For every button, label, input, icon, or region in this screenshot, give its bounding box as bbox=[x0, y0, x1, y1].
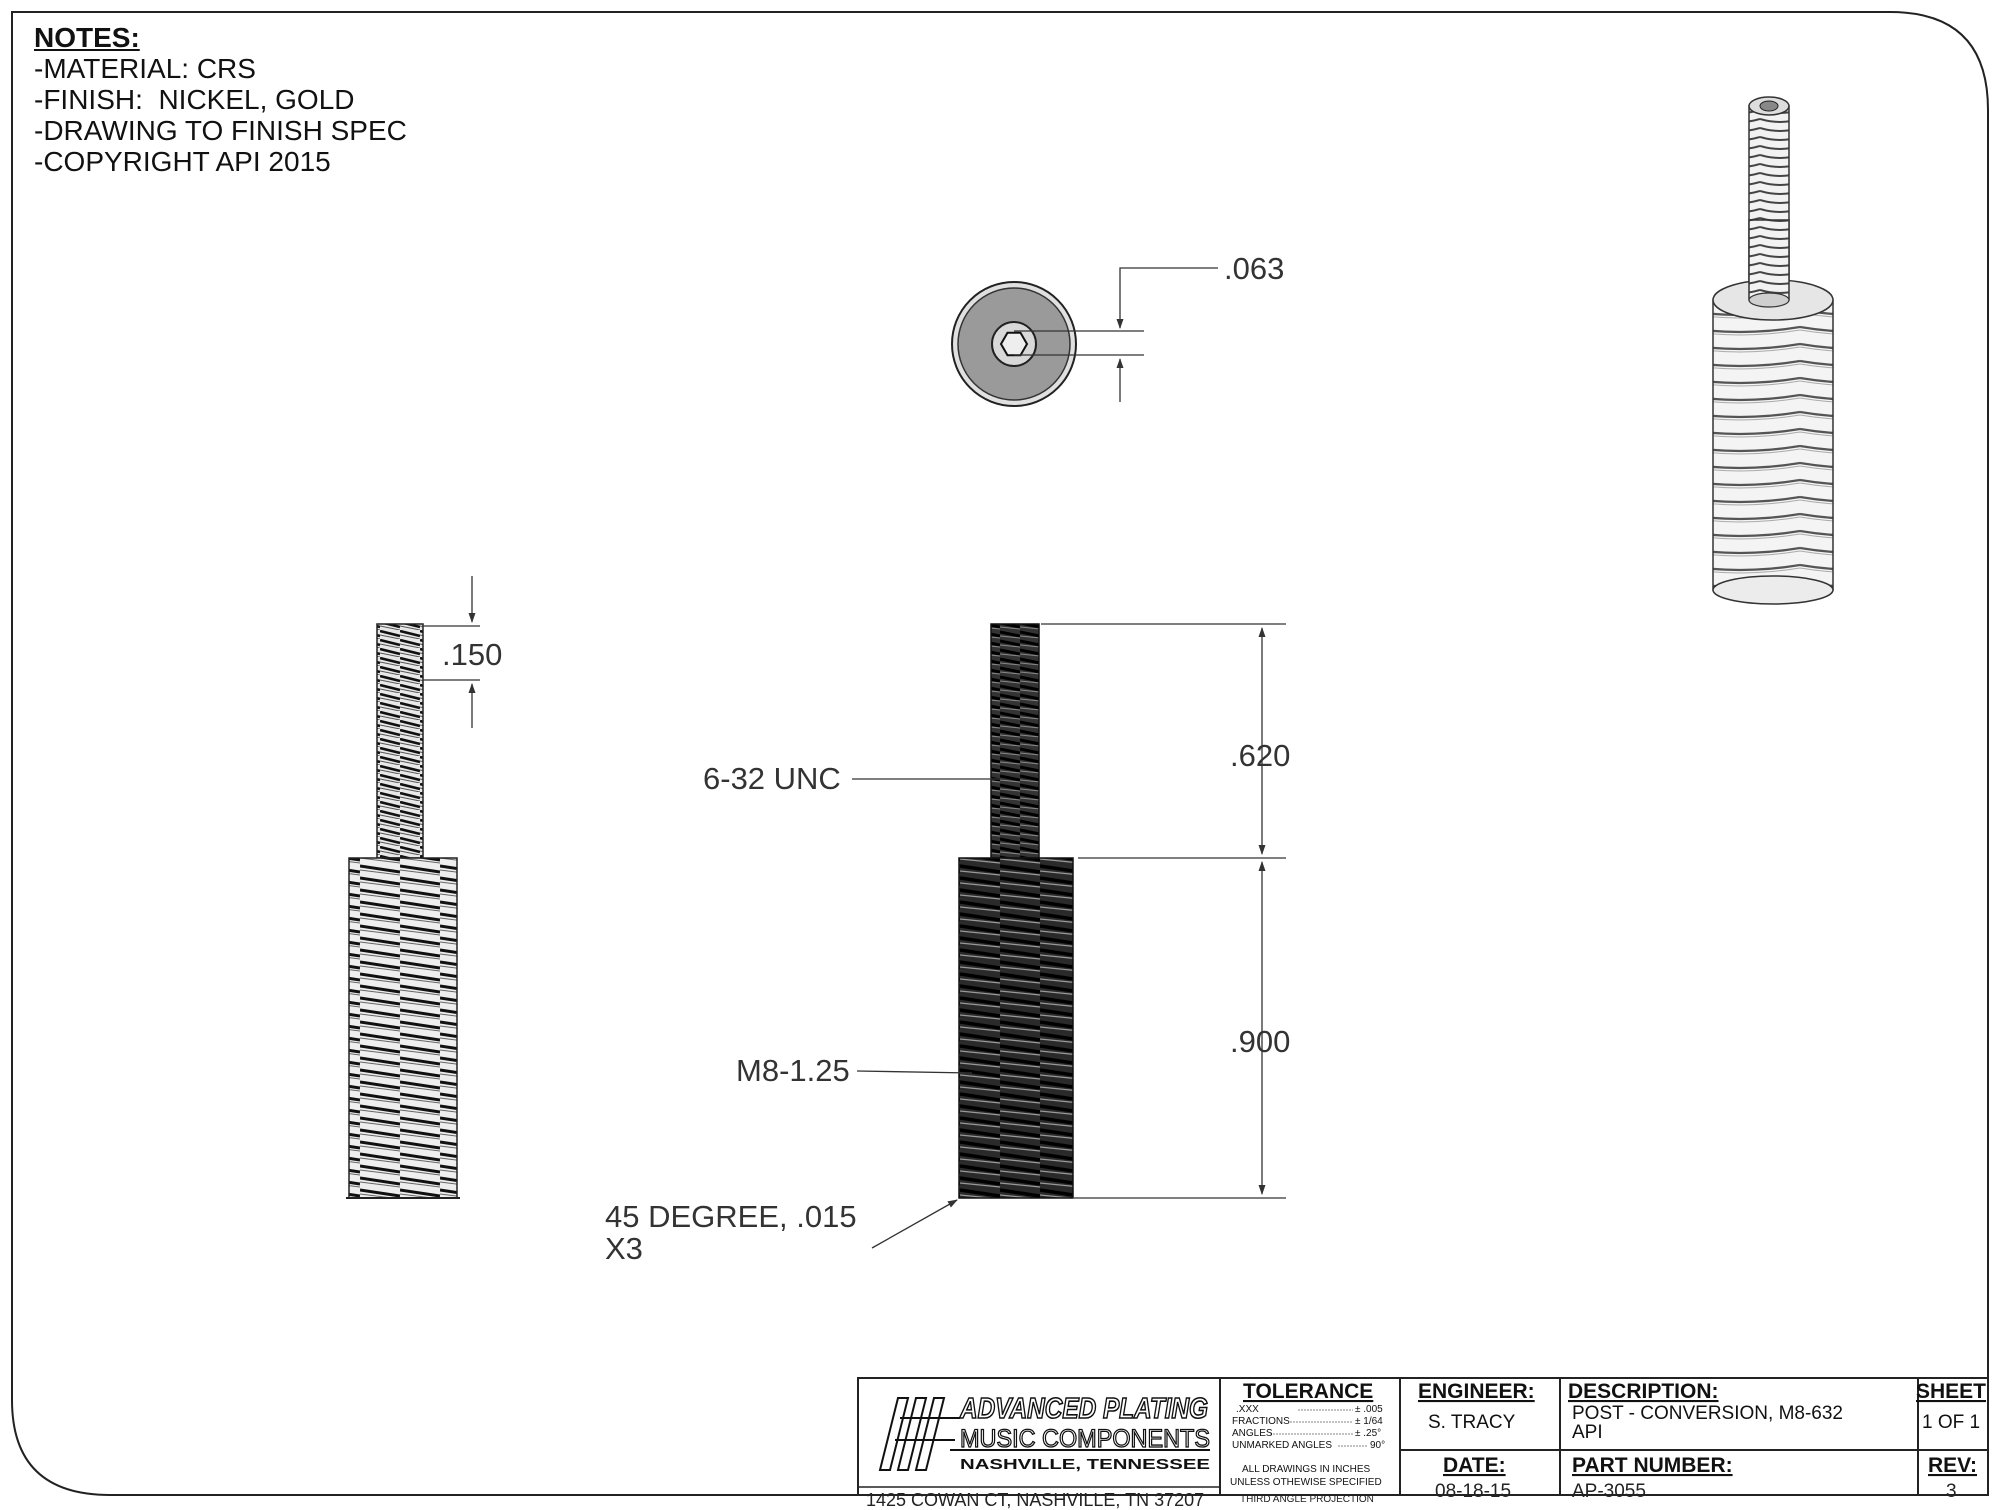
note-line-spec: -DRAWING TO FINISH SPEC bbox=[34, 115, 407, 146]
tol-row-unmarked: UNMARKED ANGLES bbox=[1232, 1440, 1332, 1451]
note-line-material: -MATERIAL: CRS bbox=[34, 53, 256, 84]
date-label: DATE: bbox=[1443, 1454, 1506, 1477]
tol-note1: ALL DRAWINGS IN INCHES bbox=[1242, 1464, 1370, 1475]
tol-row-angles-value: ± .25° bbox=[1355, 1428, 1381, 1439]
logo-line3: NASHVILLE, TENNESSEE bbox=[960, 1456, 1210, 1473]
description-line1: POST - CONVERSION, M8-632 bbox=[1572, 1403, 1843, 1424]
tol-note2: UNLESS OTHEWISE SPECIFIED bbox=[1230, 1477, 1382, 1488]
rev-label: REV: bbox=[1928, 1454, 1977, 1477]
tol-row-fractions: FRACTIONS bbox=[1232, 1416, 1290, 1427]
rev-cell: 3 bbox=[1946, 1481, 1957, 1502]
logo-line1: ADVANCED PLATING bbox=[959, 1393, 1208, 1425]
dim-620-label: .620 bbox=[1230, 738, 1290, 773]
sheet-value: 1 OF 1 bbox=[1922, 1412, 1980, 1433]
tol-row-xxx-value: ± .005 bbox=[1355, 1404, 1383, 1415]
notes-heading: NOTES: bbox=[34, 22, 140, 53]
date-cell: 08-18-15 bbox=[1435, 1481, 1512, 1502]
engineer-label: ENGINEER: bbox=[1418, 1380, 1535, 1403]
note-line-finish: -FINISH: NICKEL, GOLD bbox=[34, 84, 355, 115]
logo-line2: MUSIC COMPONENTS bbox=[960, 1425, 1210, 1453]
tol-row-xxx: .XXX bbox=[1236, 1404, 1259, 1415]
part-number-label: PART NUMBER: bbox=[1572, 1454, 1733, 1477]
callout-chamfer-line1: 45 DEGREE, .015 bbox=[605, 1199, 857, 1234]
part-number-cell: AP-3055 bbox=[1572, 1481, 1646, 1502]
top-view: .063 bbox=[951, 251, 1284, 407]
description-line2: API bbox=[1572, 1422, 1603, 1443]
title-block: ADVANCED PLATING MUSIC COMPONENTS NASHVI… bbox=[857, 1377, 1989, 1496]
dim-063-label: .063 bbox=[1224, 251, 1284, 286]
isometric-view bbox=[1712, 96, 1834, 605]
callout-6-32-unc: 6-32 UNC bbox=[703, 761, 841, 796]
callout-chamfer-line2: X3 bbox=[605, 1231, 643, 1266]
address-cell: 1425 COWAN CT, NASHVILLE, TN 37207 bbox=[866, 1490, 1205, 1510]
tol-row-fractions-value: ± 1/64 bbox=[1355, 1416, 1383, 1427]
callout-m8-1-25: M8-1.25 bbox=[736, 1053, 850, 1088]
dim-900-label: .900 bbox=[1230, 1024, 1290, 1059]
left-side-view: .150 bbox=[346, 576, 502, 1199]
note-line-copyright: -COPYRIGHT API 2015 bbox=[34, 146, 331, 177]
company-logo: ADVANCED PLATING MUSIC COMPONENTS NASHVI… bbox=[878, 1392, 1211, 1473]
notes-block: NOTES: -MATERIAL: CRS -FINISH: NICKEL, G… bbox=[34, 22, 407, 177]
tol-row-angles: ANGLES bbox=[1232, 1428, 1273, 1439]
description-label: DESCRIPTION: bbox=[1568, 1380, 1719, 1403]
engineer-value: S. TRACY bbox=[1428, 1412, 1516, 1433]
projection-cell: THIRD ANGLE PROJECTION bbox=[1240, 1494, 1374, 1505]
dim-150-label: .150 bbox=[442, 637, 502, 672]
tol-row-unmarked-value: 90° bbox=[1370, 1440, 1385, 1451]
tolerance-heading: TOLERANCE bbox=[1243, 1380, 1373, 1403]
sheet-label: SHEET bbox=[1916, 1380, 1986, 1403]
front-view: .620 .900 6-32 UNC M8-1.25 45 DEGREE, .0… bbox=[605, 623, 1290, 1266]
